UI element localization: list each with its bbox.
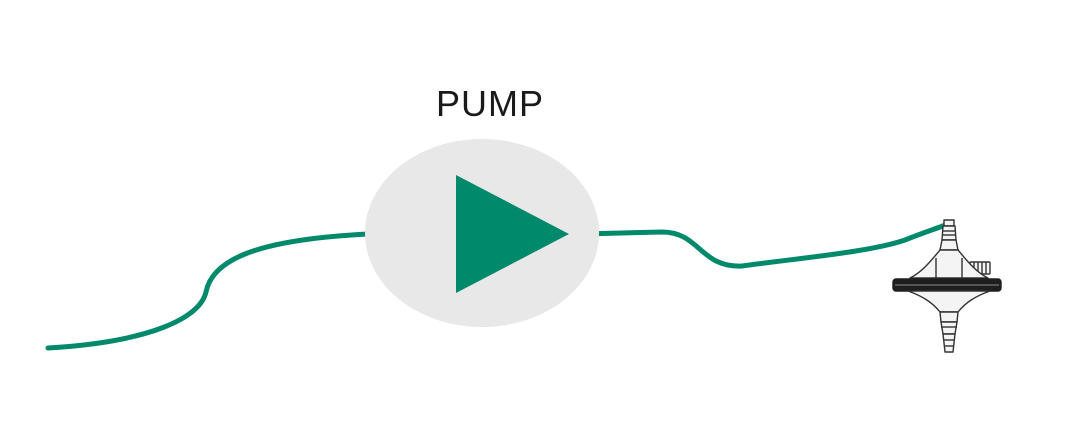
- pump-label: PUMP: [436, 83, 544, 124]
- pump[interactable]: [365, 139, 599, 327]
- syringe-filter-icon: [892, 219, 1002, 353]
- inlet-tube: [45, 231, 371, 351]
- outlet-tube: [579, 221, 951, 269]
- play-triangle-icon: [456, 175, 569, 293]
